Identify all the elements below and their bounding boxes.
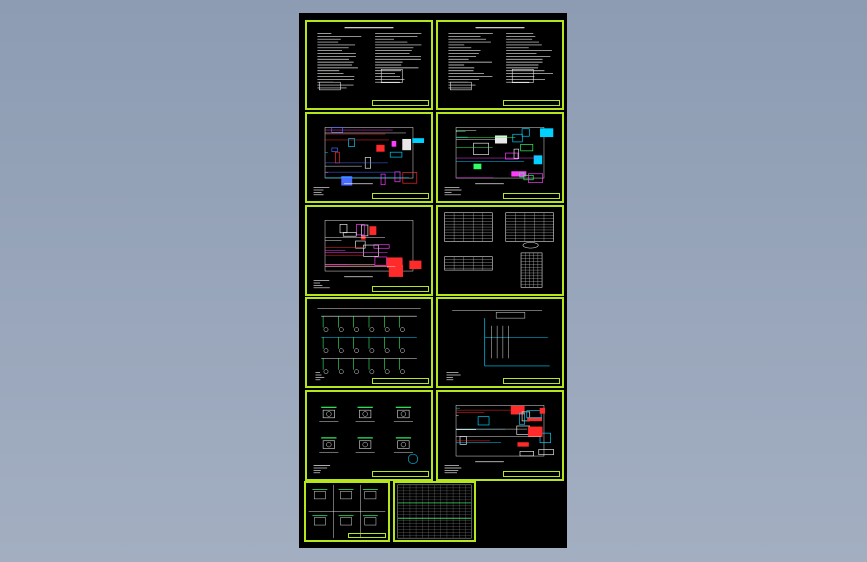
sheet-floor-plan-cyan[interactable] bbox=[436, 112, 564, 203]
sheet-floor-plan-red[interactable] bbox=[305, 205, 433, 296]
title-block bbox=[371, 193, 429, 199]
sheet-drawing bbox=[446, 310, 550, 381]
title-block bbox=[348, 533, 386, 538]
title-block bbox=[502, 471, 560, 477]
sheet-floor-plan-color[interactable] bbox=[305, 112, 433, 203]
sheet-drawing bbox=[315, 308, 421, 381]
drawing-sheet-set[interactable] bbox=[299, 13, 567, 548]
sheet-details[interactable] bbox=[305, 390, 433, 481]
sheet-design-notes-1[interactable] bbox=[305, 20, 433, 110]
sheet-drawing bbox=[444, 405, 554, 474]
sheet-design-notes-2[interactable] bbox=[436, 20, 564, 110]
title-block bbox=[371, 100, 429, 106]
title-block bbox=[502, 193, 560, 199]
sheet-system-diagram-2[interactable] bbox=[436, 297, 564, 388]
title-block bbox=[371, 286, 429, 292]
sheet-material-table[interactable] bbox=[393, 481, 476, 542]
title-block bbox=[371, 378, 429, 384]
sheet-schedule-tables[interactable] bbox=[436, 205, 564, 296]
sheet-drawing bbox=[313, 406, 419, 474]
title-block bbox=[502, 100, 560, 106]
sheet-drawing bbox=[317, 27, 422, 91]
sheet-drawing bbox=[444, 212, 554, 288]
sheet-drawing bbox=[397, 484, 472, 539]
sheet-drawing bbox=[444, 127, 554, 196]
sheet-drawing bbox=[448, 27, 553, 91]
sheet-system-diagram-1[interactable] bbox=[305, 297, 433, 388]
title-block bbox=[502, 378, 560, 384]
sheet-drawing bbox=[313, 220, 422, 289]
sheet-drawing bbox=[308, 484, 386, 539]
sheet-drawing bbox=[313, 127, 425, 196]
sheet-floor-plan-red-2[interactable] bbox=[436, 390, 564, 481]
title-block bbox=[371, 471, 429, 477]
sheet-small-details[interactable] bbox=[304, 481, 390, 542]
